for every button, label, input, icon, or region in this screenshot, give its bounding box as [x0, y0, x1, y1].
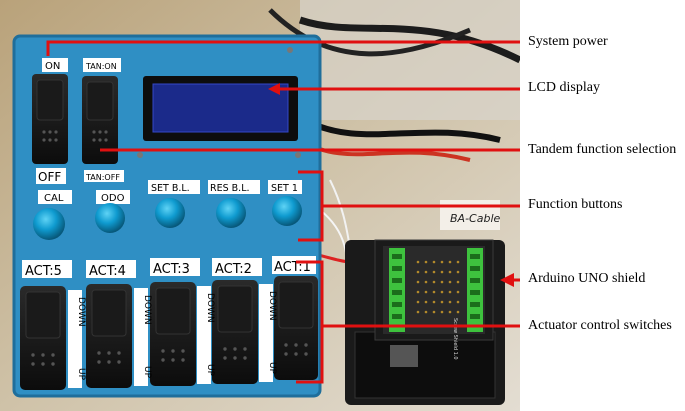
odo-label: ODO — [101, 193, 125, 204]
callout-arduino: Arduino UNO shield — [528, 271, 646, 286]
cable-note: BA-Cable — [450, 212, 501, 225]
callout-arrow-arduino — [500, 273, 514, 287]
tan-off-label: TAN:OFF — [85, 173, 120, 182]
callout-line-system-power — [46, 40, 520, 56]
on-label: ON — [45, 61, 60, 72]
callout-tandem: Tandem function selection — [528, 142, 677, 157]
lcd-display — [143, 76, 298, 141]
up-label-4: UP — [142, 366, 152, 379]
tandem-switch[interactable] — [82, 76, 118, 164]
actuator-switch-5[interactable] — [20, 286, 66, 390]
down-label-2: DOWN — [267, 291, 277, 321]
shield-print: Screw Shield 1.0 — [452, 318, 458, 360]
actuator-switch-3[interactable] — [150, 282, 196, 386]
function-button-set-1[interactable]: SET 1 — [268, 180, 302, 226]
cal-label: CAL — [44, 193, 64, 204]
callout-lcd-display: LCD display — [528, 80, 600, 95]
tan-on-label: TAN:ON — [85, 62, 117, 71]
actuator-switch-4[interactable] — [86, 284, 132, 388]
act-3-label: ACT:3 — [153, 262, 190, 277]
function-button-res-bl[interactable]: RES B.L. — [208, 180, 260, 228]
callout-function-buttons: Function buttons — [528, 197, 623, 212]
act-5-label: ACT:5 — [25, 264, 62, 279]
set-1-label: SET 1 — [271, 183, 298, 194]
callout-bracket-function-buttons — [298, 170, 324, 242]
function-button-odo[interactable]: ODO — [95, 190, 130, 233]
callout-arrow-lcd — [268, 83, 280, 95]
function-button-set-bl[interactable]: SET B.L. — [148, 180, 200, 228]
up-label-2: UP — [267, 362, 277, 375]
actuator-switch-2[interactable] — [212, 280, 258, 384]
down-label-4: DOWN — [142, 295, 152, 325]
act-1-label: ACT:1 — [274, 260, 311, 275]
arduino-uno-shield: Screw Shield 1.0 — [345, 239, 505, 405]
res-bl-label: RES B.L. — [210, 183, 250, 194]
act-4-label: ACT:4 — [89, 264, 126, 279]
act-2-label: ACT:2 — [215, 262, 252, 277]
down-label-5: DOWN — [76, 297, 86, 327]
callout-bracket-actuators — [296, 260, 324, 384]
off-label: OFF — [38, 170, 61, 184]
actuator-switch-1[interactable] — [274, 276, 318, 380]
function-button-cal[interactable]: CAL — [33, 190, 72, 240]
set-bl-label: SET B.L. — [151, 183, 190, 194]
up-label-5: UP — [76, 368, 86, 381]
down-label-3: DOWN — [205, 293, 215, 323]
up-label-3: UP — [205, 364, 215, 377]
system-power-switch[interactable] — [32, 74, 68, 164]
callout-actuator-switches: Actuator control switches — [528, 318, 672, 333]
callout-system-power: System power — [528, 34, 608, 49]
